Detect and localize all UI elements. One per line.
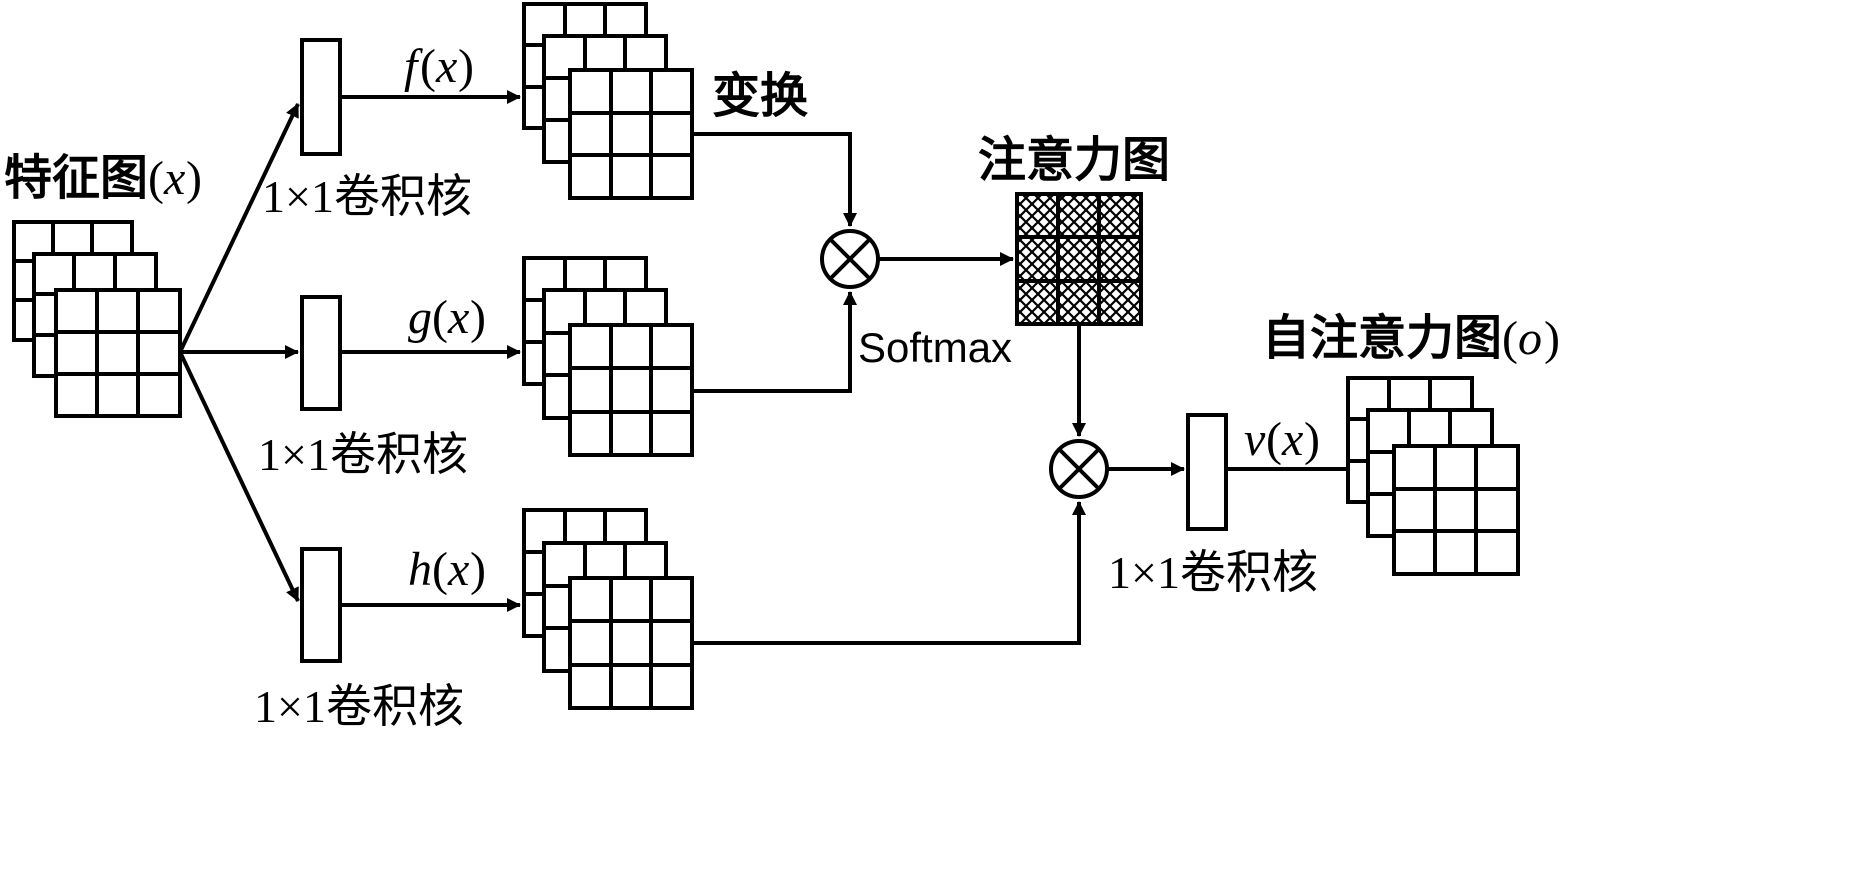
input-feature-map — [12, 220, 182, 418]
input-label-var: x — [163, 152, 185, 205]
softmax-label: Softmax — [858, 324, 1012, 371]
f-conv-kernel — [300, 38, 342, 156]
arrow-g-to-multiply — [692, 291, 857, 393]
f-func-arg: x — [435, 40, 457, 93]
g-feature-map — [522, 256, 694, 457]
v-paren-close: ) — [1304, 413, 1320, 466]
h-func-arg: x — [447, 543, 469, 596]
output-label-zh: 自注意力图 — [1262, 310, 1502, 366]
g-paren-close: ) — [470, 291, 486, 344]
g-conv-kernel — [300, 295, 342, 411]
v-paren-open: ( — [1266, 413, 1282, 466]
g-func-name: g — [408, 291, 432, 344]
h-conv-kernel — [300, 547, 342, 663]
input-label-paren-close: ) — [186, 152, 202, 205]
output-label-paren-open: ( — [1502, 312, 1518, 365]
multiply-circle-icon — [820, 229, 880, 289]
f-feature-map — [522, 2, 694, 200]
h-paren-open: ( — [432, 543, 448, 596]
attention-map — [1015, 192, 1143, 326]
g-func-arg: x — [447, 291, 469, 344]
attention-map-label: 注意力图 — [978, 132, 1170, 188]
f-kernel-label: 1×1卷积核 — [262, 171, 472, 222]
g-paren-open: ( — [432, 291, 448, 344]
output-feature-map — [1346, 376, 1520, 576]
v-conv-kernel — [1186, 413, 1228, 531]
h-paren-close: ) — [470, 543, 486, 596]
arrow-transform-to-multiply — [692, 132, 857, 227]
multiply-circle-icon — [1049, 439, 1109, 499]
h-func-name: h — [408, 543, 432, 596]
f-paren-close: ) — [458, 40, 474, 93]
arrow-h-to-multiply — [692, 501, 1086, 645]
output-label-var: o — [1518, 312, 1542, 365]
arrow-to-h-kernel — [178, 351, 300, 602]
input-label-zh: 特征图 — [4, 150, 148, 206]
g-kernel-label: 1×1卷积核 — [258, 429, 468, 480]
f-paren-open: ( — [420, 40, 436, 93]
v-func-name: v — [1244, 413, 1266, 466]
transform-label: 变换 — [712, 68, 808, 124]
v-kernel-label: 1×1卷积核 — [1108, 547, 1318, 598]
arrow-to-f-kernel — [178, 103, 300, 353]
input-label-paren-open: ( — [148, 152, 164, 205]
v-func-arg: x — [1281, 413, 1303, 466]
output-label-paren-close: ) — [1544, 312, 1560, 365]
h-feature-map — [522, 508, 694, 710]
h-kernel-label: 1×1卷积核 — [254, 681, 464, 732]
